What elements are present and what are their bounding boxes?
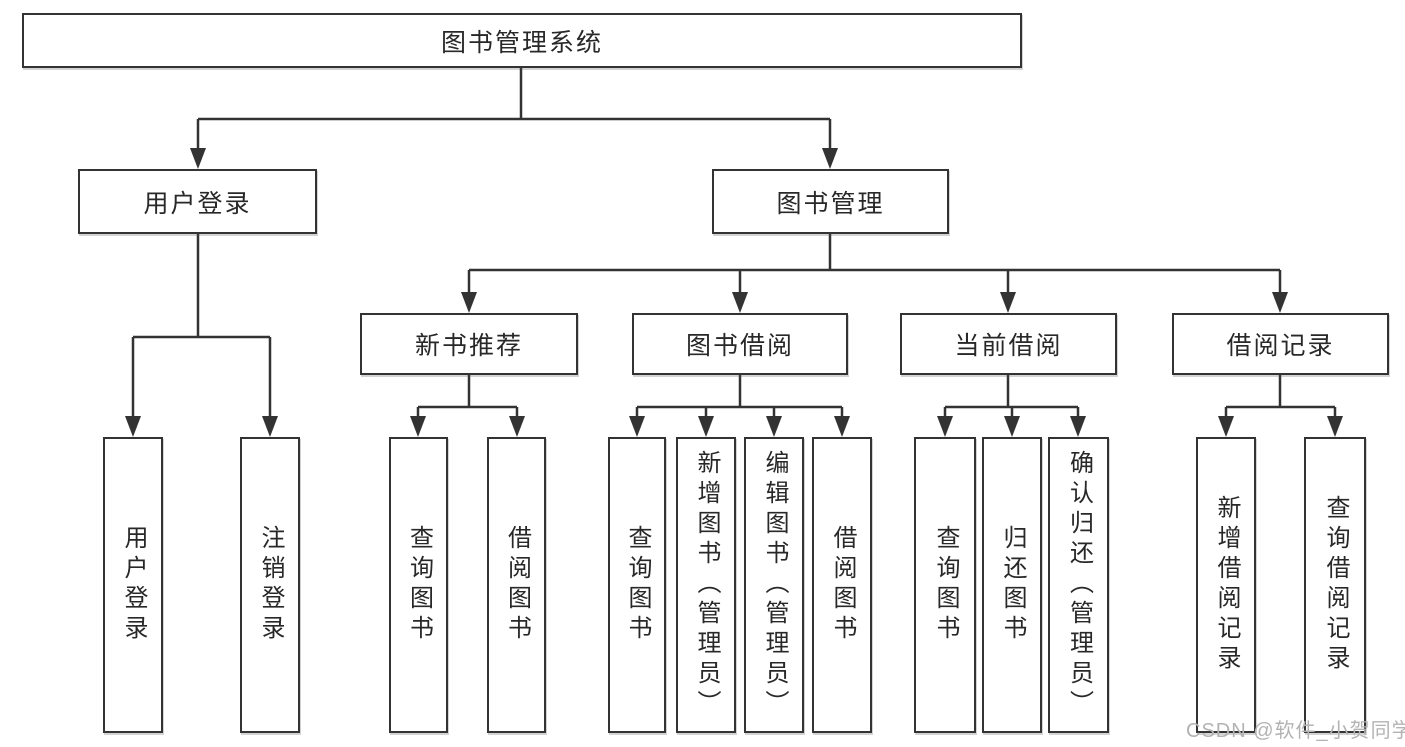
leaf-nbr-borrow-books-label: 借阅图书	[503, 525, 531, 645]
node-user-login: 用户登录	[78, 169, 317, 234]
node-new-book-recommend: 新书推荐	[360, 313, 578, 375]
node-current-borrowing: 当前借阅	[900, 313, 1117, 375]
leaf-logout-login: 注销登录	[240, 437, 300, 733]
leaf-bb-edit-books-admin: 编辑图书（管理员）	[744, 437, 804, 733]
leaf-bb-borrow-books: 借阅图书	[812, 437, 872, 733]
leaf-bb-borrow-books-label: 借阅图书	[829, 525, 856, 645]
connector-paths	[131, 68, 1337, 419]
node-book-management: 图书管理	[712, 169, 949, 234]
node-library-system: 图书管理系统	[22, 13, 1022, 68]
leaf-cb-query-books: 查询图书	[914, 437, 976, 733]
node-current-borrowing-label: 当前借阅	[954, 332, 1063, 360]
node-book-borrowing: 图书借阅	[632, 313, 848, 375]
leaf-bb-add-books-admin-label: 新增图书（管理员）	[693, 450, 720, 720]
leaf-cb-query-books-label: 查询图书	[932, 525, 959, 645]
leaf-bb-add-books-admin: 新增图书（管理员）	[676, 437, 736, 733]
leaf-br-query-record-label: 查询借阅记录	[1322, 495, 1349, 675]
leaf-nbr-query-books-label: 查询图书	[405, 525, 433, 645]
node-borrowing-records-label: 借阅记录	[1226, 332, 1335, 360]
arrowheads	[125, 148, 1343, 437]
node-user-login-label: 用户登录	[143, 189, 252, 218]
leaf-bb-edit-books-admin-label: 编辑图书（管理员）	[761, 450, 788, 720]
leaf-user-login: 用户登录	[103, 437, 163, 733]
leaf-cb-return-books-label: 归还图书	[999, 525, 1026, 645]
leaf-br-add-record: 新增借阅记录	[1196, 437, 1256, 733]
node-new-book-recommend-label: 新书推荐	[414, 332, 523, 360]
leaf-nbr-query-books: 查询图书	[389, 437, 448, 733]
leaf-bb-query-books-label: 查询图书	[624, 525, 651, 645]
leaf-user-login-label: 用户登录	[120, 525, 147, 645]
leaf-nbr-borrow-books: 借阅图书	[487, 437, 546, 733]
node-library-system-label: 图书管理系统	[440, 28, 603, 57]
leaf-cb-confirm-return-admin-label: 确认归还（管理员）	[1065, 450, 1093, 720]
leaf-logout-login-label: 注销登录	[257, 525, 284, 645]
leaf-cb-confirm-return-admin: 确认归还（管理员）	[1048, 437, 1109, 733]
leaf-bb-query-books: 查询图书	[608, 437, 666, 733]
node-book-management-label: 图书管理	[776, 189, 885, 218]
leaf-br-add-record-label: 新增借阅记录	[1213, 495, 1240, 675]
leaf-cb-return-books: 归还图书	[982, 437, 1042, 733]
node-book-borrowing-label: 图书借阅	[685, 332, 794, 360]
node-borrowing-records: 借阅记录	[1172, 313, 1389, 375]
watermark-text: CSDN @软件_小贺同学	[1186, 720, 1405, 742]
leaf-br-query-record: 查询借阅记录	[1304, 437, 1366, 733]
